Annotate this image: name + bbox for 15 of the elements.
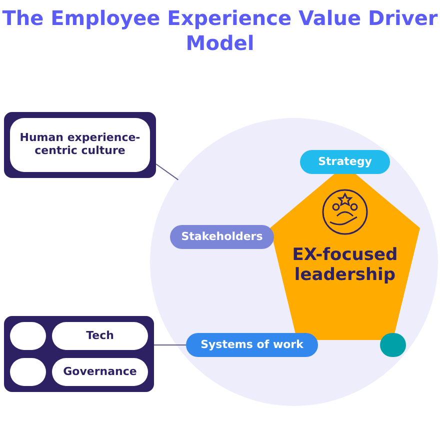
leadership-label: EX-focused leadership — [291, 245, 399, 286]
driver-pill: Stakeholders — [170, 225, 274, 249]
connector-line — [154, 344, 186, 346]
item-pill — [10, 358, 46, 386]
driver-pill: Systems of work — [186, 333, 318, 357]
driver-pill: Strategy — [300, 150, 390, 174]
driver-pill — [380, 333, 406, 357]
item-pill — [10, 322, 46, 350]
group-panel — [4, 112, 156, 178]
group-panel — [4, 316, 154, 392]
diagram-title: The Employee Experience Value Driver Model — [1, 6, 439, 56]
item-pill: Tech — [52, 322, 148, 350]
item-pill: Governance — [52, 358, 148, 386]
group-label: Human experience-centric culture — [10, 118, 150, 172]
connector-line — [156, 164, 179, 180]
